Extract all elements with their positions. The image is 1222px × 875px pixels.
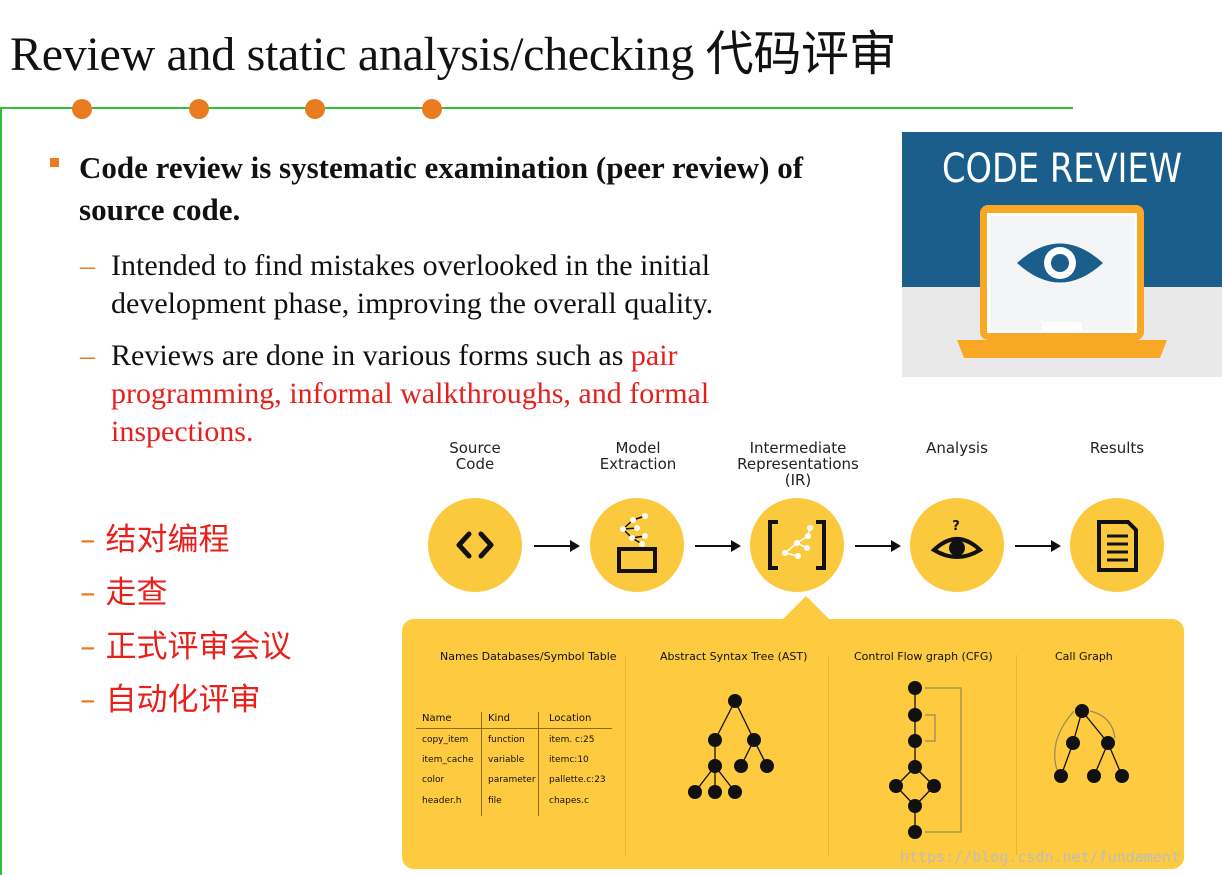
cn-item: –正式评审会议: [80, 629, 292, 665]
panel-divider: [1016, 655, 1017, 855]
bullet-square-icon: [50, 158, 59, 167]
table-cell: itemc:10: [549, 755, 589, 765]
code-review-image: CODE REVIEW: [902, 132, 1222, 377]
step-circle-model-extraction: [590, 498, 684, 592]
table-cell: item_cache: [422, 755, 474, 765]
section-title-symbol-table: Names Databases/Symbol Table: [440, 650, 617, 663]
main-bullet: Code review is systematic examination (p…: [79, 150, 804, 227]
ir-detail-panel: [402, 619, 1184, 869]
step-circle-ir: [750, 498, 844, 592]
title-underline: [0, 107, 1073, 109]
section-title-cfg: Control Flow graph (CFG): [854, 650, 993, 663]
table-cell: file: [488, 796, 502, 806]
dash-marker: –: [80, 249, 95, 282]
table-cell: function: [488, 735, 525, 745]
step-label-model-extraction: Model Extraction: [599, 439, 677, 473]
decorative-dot: [422, 99, 442, 119]
document-icon: [1097, 520, 1138, 572]
step-circle-analysis: ?: [910, 498, 1004, 592]
table-cell: copy_item: [422, 735, 469, 745]
code-review-caption: CODE REVIEW: [942, 146, 1182, 192]
step-label-source-code: Source Code: [449, 439, 501, 473]
sub-bullet-2-highlight: pair programming, informal walkthroughs,…: [111, 339, 710, 448]
cn-item: –走查: [80, 575, 168, 611]
flow-arrow: [1015, 540, 1061, 552]
step-label-analysis: Analysis: [926, 439, 988, 457]
table-cell: item. c:25: [549, 735, 595, 745]
panel-divider: [828, 655, 829, 855]
flow-arrow: [695, 540, 741, 552]
table-cell: parameter: [488, 775, 536, 785]
table-header: Location: [549, 713, 592, 724]
step-label-results: Results: [1089, 439, 1145, 457]
panel-divider: [625, 655, 626, 855]
slide-title: Review and static analysis/checking 代码评审: [10, 28, 897, 81]
section-title-ast: Abstract Syntax Tree (AST): [660, 650, 808, 663]
decorative-dot: [305, 99, 325, 119]
flow-arrow: [855, 540, 901, 552]
sub-bullet-1-text: Intended to find mistakes overlooked in …: [111, 249, 714, 320]
table-column-rule: [538, 712, 539, 816]
table-header: Name: [422, 713, 452, 724]
bracketed-graph-icon: [768, 520, 826, 570]
sub-bullet-1: – Intended to find mistakes overlooked i…: [80, 247, 840, 323]
decorative-dot: [189, 99, 209, 119]
sub-bullet-2-text: Reviews are done in various forms such a…: [111, 339, 631, 372]
cn-item: –结对编程: [80, 522, 230, 558]
tree-extract-icon: [617, 513, 657, 573]
table-cell: header.h: [422, 796, 462, 806]
table-cell: color: [422, 775, 445, 785]
step-circle-source-code: [428, 498, 522, 592]
table-cell: chapes.c: [549, 796, 589, 806]
sub-bullet-2: – Reviews are done in various forms such…: [80, 337, 840, 451]
decorative-dot: [72, 99, 92, 119]
table-header: Kind: [488, 713, 511, 724]
table-header-rule: [416, 728, 612, 729]
cn-item: –自动化评审: [80, 682, 261, 718]
table-column-rule: [481, 712, 482, 816]
table-cell: pallette.c:23: [549, 775, 606, 785]
cfg-graph: [895, 687, 962, 833]
code-brackets-icon: [456, 531, 494, 559]
watermark: https://blog.csdn.net/fundament: [900, 848, 1180, 866]
step-circle-results: [1070, 498, 1164, 592]
panel-pointer: [782, 596, 830, 620]
flow-arrow: [534, 540, 580, 552]
eye-question-icon: ?: [930, 519, 984, 559]
dash-marker: –: [80, 339, 95, 372]
step-label-ir: Intermediate Representations (IR): [737, 439, 859, 489]
left-border-line: [0, 107, 2, 875]
svg-text:?: ?: [952, 519, 960, 534]
section-title-call-graph: Call Graph: [1055, 650, 1113, 663]
table-cell: variable: [488, 755, 525, 765]
